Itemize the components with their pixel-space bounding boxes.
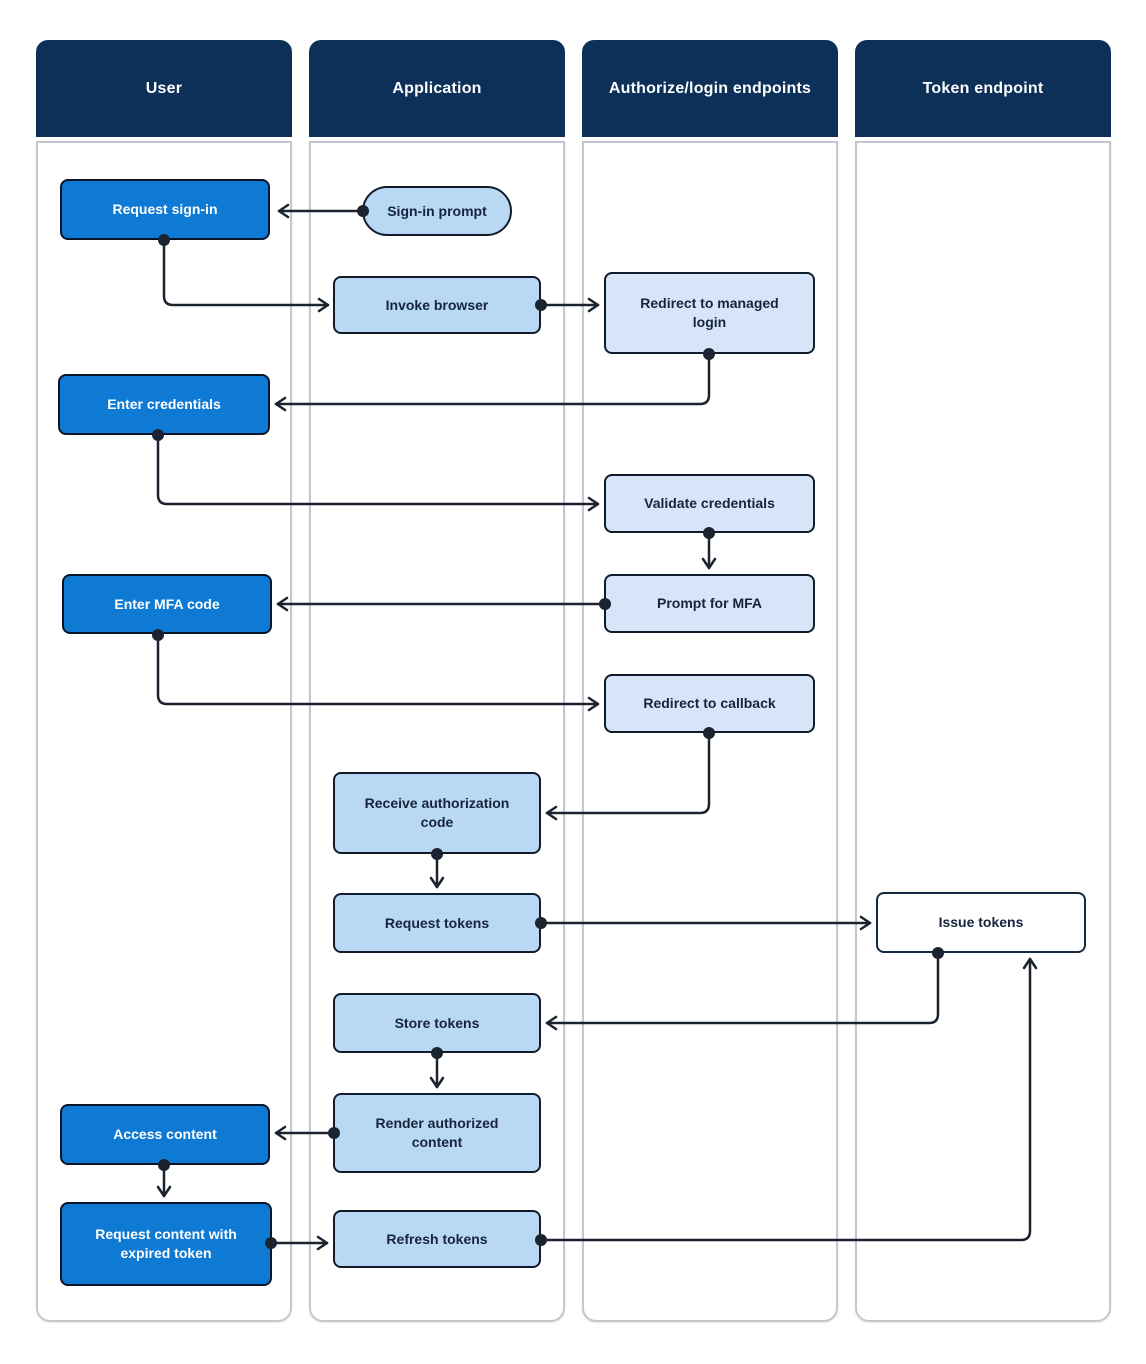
lane-token-endpoint: Token endpoint — [855, 40, 1111, 1322]
node-request-tokens: Request tokens — [333, 893, 541, 953]
node-issue-tokens: Issue tokens — [876, 892, 1086, 953]
node-request-content-with-expired-token: Request content with expired token — [60, 1202, 272, 1286]
lane-authorize-login-endpoints-title: Authorize/login endpoints — [608, 79, 812, 97]
node-enter-credentials: Enter credentials — [58, 374, 270, 435]
node-refresh-tokens: Refresh tokens — [333, 1210, 541, 1268]
lane-application-header: Application — [309, 40, 565, 137]
node-sign-in-prompt: Sign-in prompt — [362, 186, 512, 236]
lane-user-header: User — [36, 40, 292, 137]
node-redirect-to-managed-login: Redirect to managed login — [604, 272, 815, 354]
node-enter-mfa-code: Enter MFA code — [62, 574, 272, 634]
lane-user-title: User — [145, 79, 183, 97]
node-access-content: Access content — [60, 1104, 270, 1165]
lane-token-endpoint-body — [855, 141, 1111, 1322]
node-request-sign-in: Request sign-in — [60, 179, 270, 240]
lane-application-title: Application — [392, 79, 482, 97]
node-prompt-for-mfa: Prompt for MFA — [604, 574, 815, 633]
node-invoke-browser: Invoke browser — [333, 276, 541, 334]
node-redirect-to-callback: Redirect to callback — [604, 674, 815, 733]
node-store-tokens: Store tokens — [333, 993, 541, 1053]
lane-authorize-login-endpoints-header: Authorize/login endpoints — [582, 40, 838, 137]
lane-token-endpoint-title: Token endpoint — [922, 79, 1044, 97]
node-validate-credentials: Validate credentials — [604, 474, 815, 533]
node-render-authorized-content: Render authorized content — [333, 1093, 541, 1173]
lane-token-endpoint-header: Token endpoint — [855, 40, 1111, 137]
node-receive-authorization-code: Receive authorization code — [333, 772, 541, 854]
